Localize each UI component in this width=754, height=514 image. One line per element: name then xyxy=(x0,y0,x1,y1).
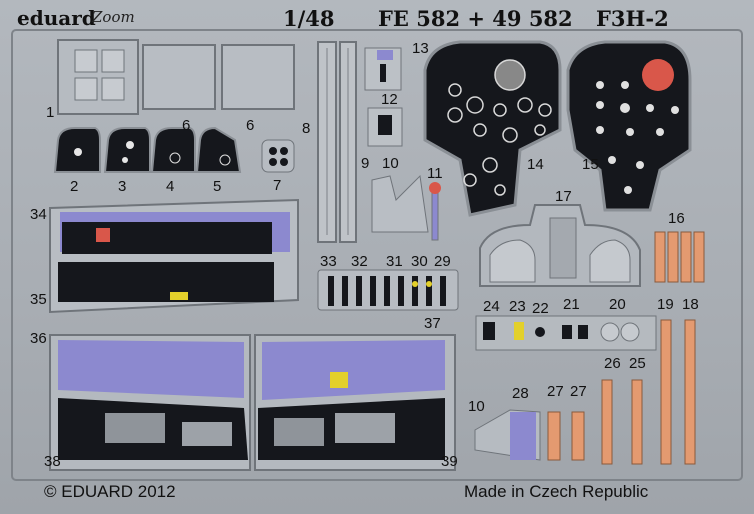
part-number: 18 xyxy=(682,296,699,313)
part-number: 5 xyxy=(213,178,222,195)
part-number: 4 xyxy=(166,178,175,195)
part-number: 10 xyxy=(468,398,485,415)
part-number: 22 xyxy=(532,300,549,317)
part-number: 34 xyxy=(30,206,47,223)
origin-text: Made in Czech Republic xyxy=(464,482,649,501)
product-codes: FE 582 + 49 582 xyxy=(378,6,573,31)
part-number: 39 xyxy=(441,453,458,470)
part-number: 33 xyxy=(320,253,337,270)
part-number: 17 xyxy=(555,188,572,205)
model-label: F3H-2 xyxy=(596,6,669,31)
part-number: 6 xyxy=(246,117,255,134)
part-1 xyxy=(57,39,295,115)
part-number: 1 xyxy=(46,104,55,121)
part-number: 3 xyxy=(118,178,127,195)
part-number: 24 xyxy=(483,298,500,315)
part-number: 6 xyxy=(182,117,191,134)
part-number: 14 xyxy=(527,156,544,173)
part-number: 12 xyxy=(381,91,398,108)
brand-logo: eduard xyxy=(17,6,96,30)
part-number: 31 xyxy=(386,253,403,270)
scale-label: 1/48 xyxy=(283,6,335,31)
part-number: 10 xyxy=(382,155,399,172)
part-number: 7 xyxy=(273,177,282,194)
part-number: 13 xyxy=(412,40,429,57)
part-number: 8 xyxy=(302,120,311,137)
part-number: 25 xyxy=(629,355,646,372)
part-number: 28 xyxy=(512,385,529,402)
part-number: 36 xyxy=(30,330,47,347)
copyright-text: © EDUARD 2012 xyxy=(44,482,176,501)
part-number: 23 xyxy=(509,298,526,315)
part-number: 26 xyxy=(604,355,621,372)
part-number: 27 xyxy=(570,383,587,400)
part-number: 32 xyxy=(351,253,368,270)
part-number: 27 xyxy=(547,383,564,400)
part-number: 38 xyxy=(44,453,61,470)
part-number: 2 xyxy=(70,178,79,195)
part-number: 9 xyxy=(361,155,370,172)
part-number: 16 xyxy=(668,210,685,227)
part-number: 19 xyxy=(657,296,674,313)
part-number: 15 xyxy=(582,156,599,173)
part-number: 11 xyxy=(427,165,443,182)
zoom-mark: Zoom xyxy=(92,8,135,26)
part-number: 35 xyxy=(30,291,47,308)
part-number: 30 xyxy=(411,253,428,270)
part-number: 20 xyxy=(609,296,626,313)
part-number: 37 xyxy=(424,315,441,332)
part-number: 29 xyxy=(434,253,451,270)
part-number: 21 xyxy=(563,296,580,313)
